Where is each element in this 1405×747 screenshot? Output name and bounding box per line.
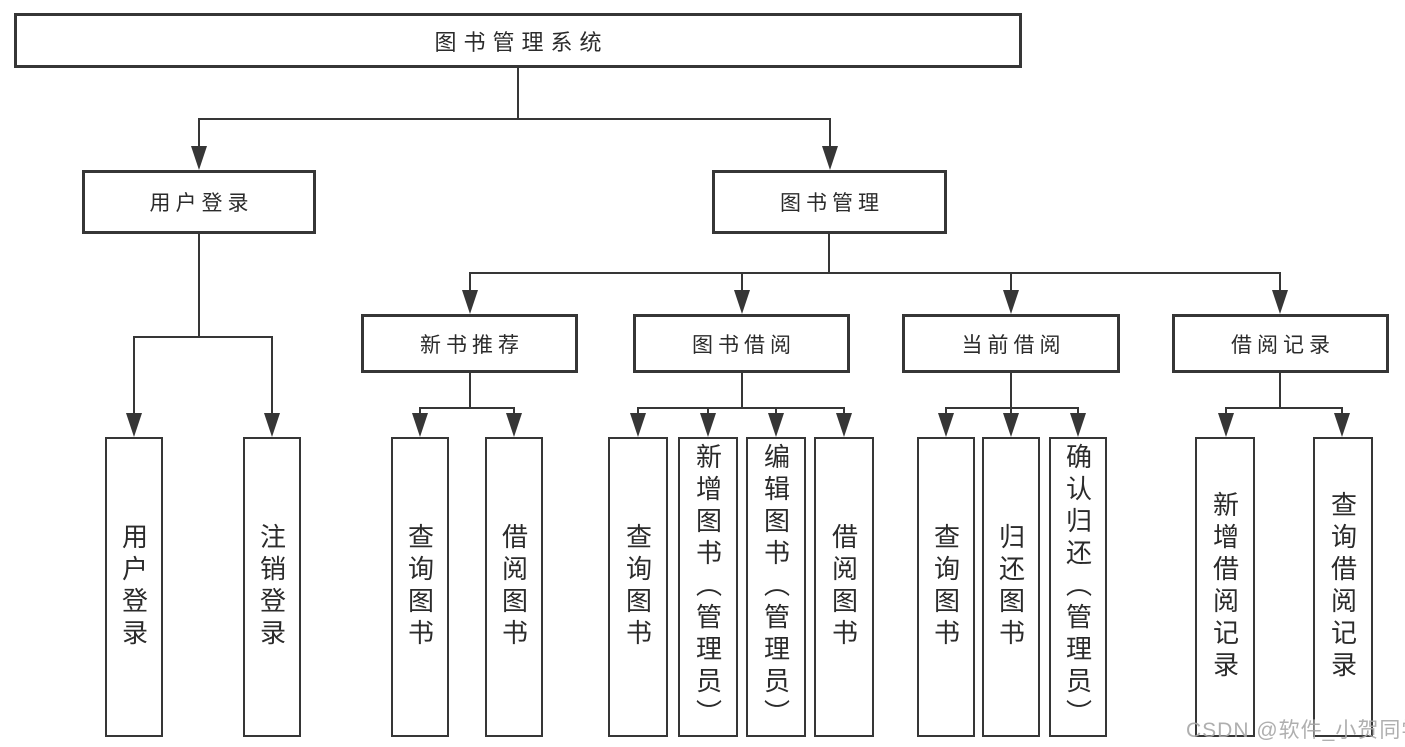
leaf-current-query-book: 查询图书	[917, 437, 975, 737]
leaf-edit-book-admin: 编辑图书（管理员）	[746, 437, 806, 737]
connector-line	[198, 232, 200, 336]
connector-line	[469, 371, 471, 407]
arrow-down-icon	[630, 413, 646, 437]
connector-line	[945, 407, 947, 417]
connector-line	[843, 407, 845, 417]
connector-line	[133, 336, 273, 338]
arrow-down-icon	[1272, 290, 1288, 314]
connector-line	[829, 118, 831, 148]
leaf-add-book-admin: 新增图书（管理员）	[678, 437, 738, 737]
connector-line	[419, 407, 515, 409]
connector-line	[419, 407, 421, 417]
leaf-query-borrow-record: 查询借阅记录	[1313, 437, 1373, 737]
connector-line	[1279, 371, 1281, 407]
leaf-borrow-book: 借阅图书	[814, 437, 874, 737]
arrow-down-icon	[264, 413, 280, 437]
arrow-down-icon	[1003, 413, 1019, 437]
csdn-watermark: CSDN @软件_小贺同学	[1186, 719, 1405, 742]
connector-line	[517, 66, 519, 118]
connector-line	[198, 118, 200, 148]
connector-line	[133, 336, 135, 417]
connector-line	[637, 407, 844, 409]
arrow-down-icon	[768, 413, 784, 437]
connector-line	[1279, 272, 1281, 294]
connector-line	[1077, 407, 1079, 417]
leaf-logout: 注销登录	[243, 437, 301, 737]
arrow-down-icon	[506, 413, 522, 437]
connector-line	[707, 407, 709, 417]
node-new-book-recommendation: 新书推荐	[361, 314, 578, 373]
connector-line	[828, 232, 830, 272]
leaf-confirm-return-admin: 确认归还（管理员）	[1049, 437, 1107, 737]
connector-line	[741, 371, 743, 407]
node-book-borrowing: 图书借阅	[633, 314, 850, 373]
connector-line	[1225, 407, 1342, 409]
arrow-down-icon	[1003, 290, 1019, 314]
arrow-down-icon	[191, 146, 207, 170]
arrow-down-icon	[1218, 413, 1234, 437]
arrow-down-icon	[1070, 413, 1086, 437]
node-library-management-system: 图书管理系统	[14, 13, 1022, 68]
connector-line	[1341, 407, 1343, 417]
arrow-down-icon	[412, 413, 428, 437]
node-current-borrowing: 当前借阅	[902, 314, 1120, 373]
node-book-management: 图书管理	[712, 170, 947, 234]
leaf-return-book: 归还图书	[982, 437, 1040, 737]
arrow-down-icon	[462, 290, 478, 314]
arrow-down-icon	[734, 290, 750, 314]
arrow-down-icon	[126, 413, 142, 437]
node-borrowing-records: 借阅记录	[1172, 314, 1389, 373]
node-user-login: 用户登录	[82, 170, 316, 234]
arrow-down-icon	[822, 146, 838, 170]
connector-line	[1010, 272, 1012, 294]
connector-line	[741, 272, 743, 294]
leaf-add-borrow-record: 新增借阅记录	[1195, 437, 1255, 737]
connector-line	[198, 118, 831, 120]
arrow-down-icon	[938, 413, 954, 437]
connector-line	[775, 407, 777, 417]
leaf-recommend-borrow-book: 借阅图书	[485, 437, 543, 737]
connector-line	[1010, 371, 1012, 407]
arrow-down-icon	[836, 413, 852, 437]
arrow-down-icon	[1334, 413, 1350, 437]
leaf-recommend-query-book: 查询图书	[391, 437, 449, 737]
connector-line	[271, 336, 273, 417]
connector-line	[1010, 407, 1012, 417]
connector-line	[469, 272, 471, 294]
connector-line	[469, 272, 1281, 274]
leaf-user-login: 用户登录	[105, 437, 163, 737]
connector-line	[513, 407, 515, 417]
arrow-down-icon	[700, 413, 716, 437]
connector-line	[637, 407, 639, 417]
connector-line	[1225, 407, 1227, 417]
leaf-borrowing-query-book: 查询图书	[608, 437, 668, 737]
